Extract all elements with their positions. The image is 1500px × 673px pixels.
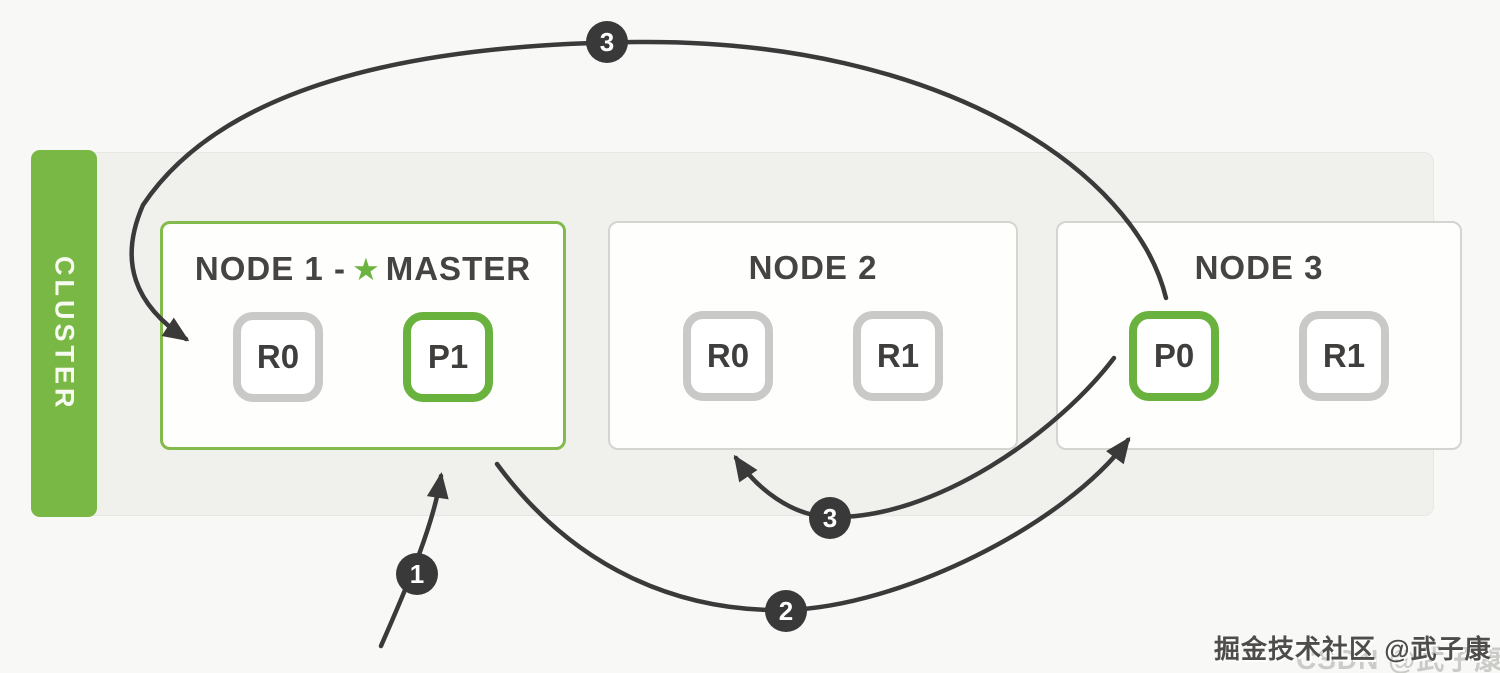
shard-r1-node3: R1 (1299, 311, 1389, 401)
node-2-title: NODE 2 (748, 249, 878, 286)
node-1-title-suffix: MASTER (385, 250, 532, 287)
node-2-shards: R0 R1 (610, 311, 1016, 401)
shard-r0-node2: R0 (683, 311, 773, 401)
node-3-title: NODE 3 (1194, 249, 1324, 286)
shard-r0-node1: R0 (233, 312, 323, 402)
shard-r1-node2: R1 (853, 311, 943, 401)
node-1-title-prefix: NODE 1 - (194, 250, 346, 287)
step-badge-3-top: 3 (586, 21, 628, 63)
step-badge-2: 2 (765, 590, 807, 632)
watermark-juejin: 掘金技术社区 @武子康 (1214, 634, 1492, 664)
step-badge-1: 1 (396, 553, 438, 595)
node-3-shards: P0 R1 (1058, 311, 1460, 401)
shard-p1-node1: P1 (403, 312, 493, 402)
node-1-title: NODE 1 -★MASTER (163, 250, 563, 288)
shard-p0-node3: P0 (1129, 311, 1219, 401)
master-star-icon: ★ (351, 252, 381, 287)
cluster-label-bar: CLUSTER (31, 150, 97, 517)
node-1-shards: R0 P1 (163, 312, 563, 402)
step-badge-3-mid: 3 (809, 497, 851, 539)
node-3-card: NODE 3 P0 R1 (1056, 221, 1462, 450)
node-1-card: NODE 1 -★MASTER R0 P1 (160, 221, 566, 450)
watermark-csdn: CSDN @武子康 (1296, 644, 1500, 673)
cluster-label: CLUSTER (49, 255, 80, 412)
node-2-card: NODE 2 R0 R1 (608, 221, 1018, 450)
